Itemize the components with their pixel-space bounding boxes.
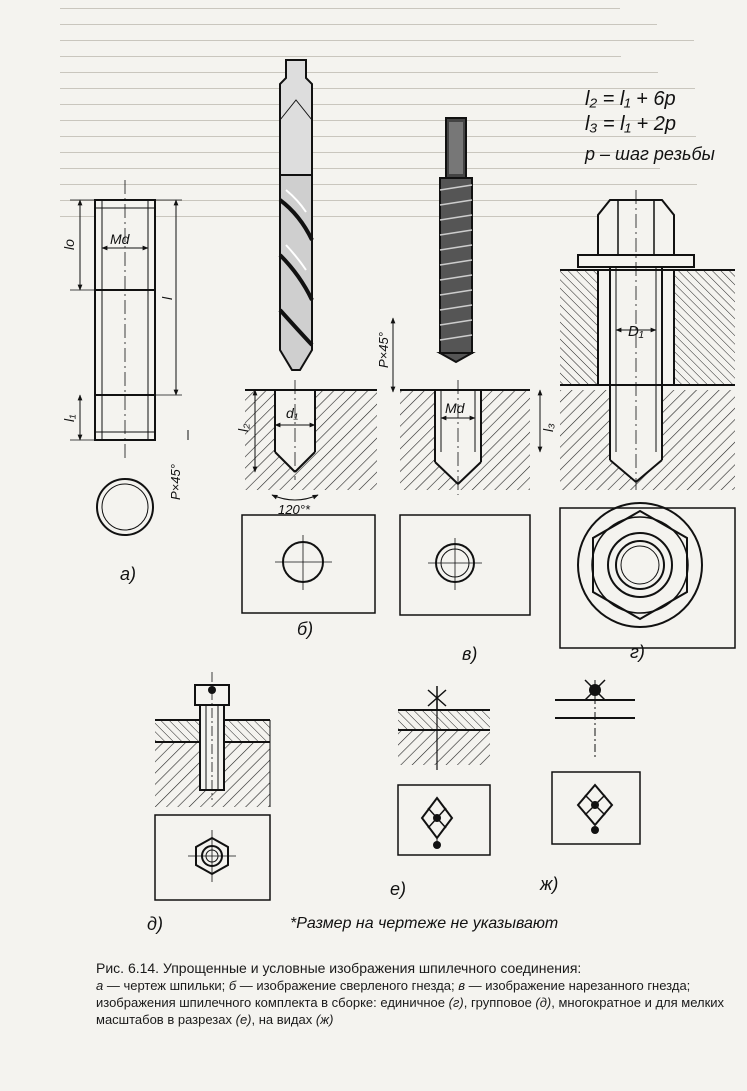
label-lo: lo	[61, 239, 77, 250]
ref-a: а	[96, 978, 104, 993]
bleed-line	[60, 168, 660, 169]
bleed-line	[60, 8, 620, 9]
bleed-through-text	[60, 8, 740, 238]
bleed-line	[60, 40, 694, 41]
label-D1: D₁	[628, 323, 644, 340]
text-b: — изображение сверленого гнезда;	[236, 978, 459, 993]
figure-caption: Рис. 6.14. Упрощенные и условные изображ…	[96, 960, 736, 1028]
formula-l2: l₂ = l₁ + 6p	[585, 88, 676, 110]
panel-label-g: г)	[630, 642, 645, 662]
ref-v: в	[458, 978, 466, 993]
footnote-size: *Размер на чертеже не указывают	[290, 915, 558, 932]
caption-title: Рис. 6.14. Упрощенные и условные изображ…	[96, 960, 582, 976]
ref-d: (д)	[535, 995, 552, 1010]
label-chamfer-v: P×45°	[376, 332, 391, 368]
ref-b: б	[228, 978, 237, 993]
panel-label-d: д)	[147, 914, 163, 934]
panel-label-a: а)	[120, 564, 136, 584]
panel-label-b: б)	[297, 619, 313, 639]
panel-label-zh: ж)	[539, 874, 558, 894]
bleed-line	[60, 184, 697, 185]
bleed-line	[60, 200, 624, 201]
bleed-line	[60, 24, 657, 25]
label-l: l	[159, 296, 175, 300]
formula-block: l₂ = l₁ + 6p l₃ = l₁ + 2p p – шаг резьбы	[584, 88, 715, 164]
label-md-a: Md	[110, 231, 131, 247]
caption-description: а — чертеж шпильки; б — изображение свер…	[96, 977, 736, 1028]
bleed-line	[60, 120, 659, 121]
bleed-line	[60, 136, 696, 137]
text-v: — изображение нарезанного гнезда; изобра…	[96, 978, 691, 1010]
panel-d-group	[154, 672, 271, 901]
ref-e: (е)	[235, 1012, 252, 1027]
label-angle: 120°*	[278, 502, 311, 517]
bleed-line	[60, 56, 621, 57]
label-l3: l₃	[540, 423, 556, 432]
panel-b-drill	[241, 59, 377, 614]
panel-zh-view	[551, 679, 641, 845]
text-g: , групповое	[463, 995, 536, 1010]
panel-label-v: в)	[462, 644, 477, 664]
text-e: , на видах	[251, 1012, 316, 1027]
panel-v-tap	[390, 117, 543, 616]
ref-g: (г)	[448, 995, 464, 1010]
text-a: — чертеж шпильки;	[103, 978, 229, 993]
label-md-v: Md	[445, 400, 466, 416]
panel-a-stud	[70, 180, 189, 536]
technical-drawing: l₂ = l₁ + 6p l₃ = l₁ + 2p p – шаг резьбы…	[61, 59, 736, 934]
bleed-line	[60, 216, 661, 217]
label-l2: l₂	[235, 423, 251, 432]
formula-p: p – шаг резьбы	[584, 144, 715, 164]
label-d1: d₁	[286, 405, 299, 421]
panel-g-assembly	[559, 190, 736, 649]
panel-e-section	[397, 686, 491, 856]
bleed-line	[60, 88, 695, 89]
formula-l3: l₃ = l₁ + 2p	[585, 113, 676, 135]
label-chamfer-a: P×45°	[168, 464, 183, 500]
text-d: , многократное и для мелких масштабов в …	[96, 995, 725, 1027]
bleed-line	[60, 104, 622, 105]
bleed-line	[60, 152, 623, 153]
panel-label-e: е)	[390, 879, 406, 899]
label-l1: l₁	[61, 414, 77, 422]
ref-zh: (ж)	[315, 1012, 334, 1027]
bleed-line	[60, 72, 658, 73]
